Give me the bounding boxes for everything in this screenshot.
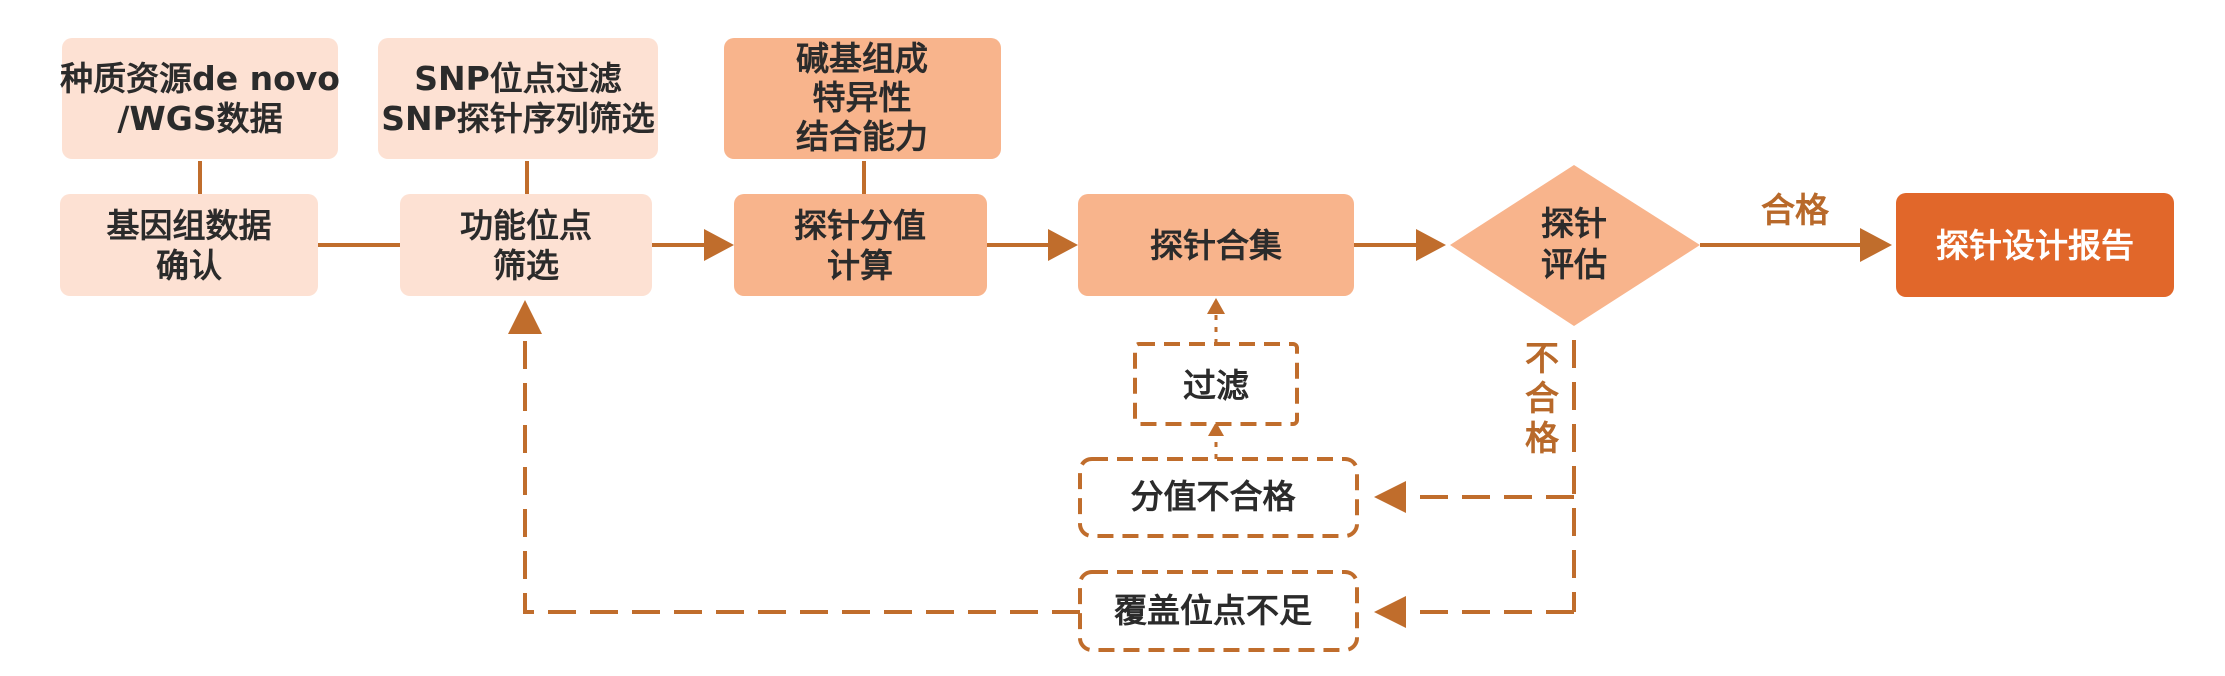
arrow-head <box>1416 229 1446 261</box>
node-label: 探针合集 <box>1150 226 1282 265</box>
node-label: SNP探针序列筛选 <box>381 99 655 138</box>
node-probe-score: 探针分值 计算 <box>734 194 987 296</box>
node-report: 探针设计报告 <box>1896 193 2174 297</box>
node-label: 计算 <box>827 246 893 285</box>
arrow-head <box>508 300 542 334</box>
arrow-head <box>1374 481 1406 513</box>
node-score-fail: 分值不合格 <box>1078 457 1359 538</box>
node-label: 探针 <box>1541 204 1607 243</box>
node-label: 探针分值 <box>794 206 926 245</box>
node-label: 过滤 <box>1183 366 1249 405</box>
node-label: 评估 <box>1541 245 1607 284</box>
node-snp-filter: SNP位点过滤 SNP探针序列筛选 <box>378 38 658 159</box>
arrow-head <box>1207 298 1225 314</box>
node-label: SNP位点过滤 <box>414 59 622 98</box>
node-label: 基因组数据 <box>107 206 272 245</box>
arrow-head <box>1374 596 1406 628</box>
node-label: 分值不合格 <box>1131 477 1297 516</box>
node-criteria: 碱基组成 特异性 结合能力 <box>724 38 1001 159</box>
connector-coverage-to-site <box>523 332 1080 614</box>
node-label: 覆盖位点不足 <box>1114 591 1312 630</box>
node-label: 探针设计报告 <box>1936 226 2134 265</box>
edge-label-fail-char: 格 <box>1525 419 1560 459</box>
node-probe-set: 探针合集 <box>1078 194 1354 296</box>
node-label: 筛选 <box>493 246 559 285</box>
arrow-head <box>1048 229 1078 261</box>
edge-label-fail-char: 不 <box>1525 339 1559 379</box>
node-coverage-fail: 覆盖位点不足 <box>1078 570 1359 652</box>
node-filter: 过滤 <box>1133 342 1299 426</box>
node-label: 确认 <box>156 246 222 285</box>
node-label: 碱基组成 <box>796 39 928 78</box>
edge-label-fail-char: 合 <box>1525 379 1559 419</box>
node-label: /WGS数据 <box>117 99 282 138</box>
node-label: 种质资源de novo <box>60 59 340 98</box>
node-label: 特异性 <box>813 78 912 117</box>
arrow-head <box>1208 422 1224 436</box>
node-label: 结合能力 <box>796 117 928 156</box>
arrow-head <box>1860 228 1892 262</box>
node-label: 功能位点 <box>460 206 592 245</box>
edge-label-pass: 合格 <box>1761 191 1830 231</box>
node-site-screen: 功能位点 筛选 <box>400 194 652 296</box>
node-genome-confirm: 基因组数据 确认 <box>60 194 318 296</box>
arrow-head <box>704 229 734 261</box>
node-probe-eval: 探针 评估 <box>1450 165 1700 326</box>
node-source-data: 种质资源de novo /WGS数据 <box>60 38 340 159</box>
